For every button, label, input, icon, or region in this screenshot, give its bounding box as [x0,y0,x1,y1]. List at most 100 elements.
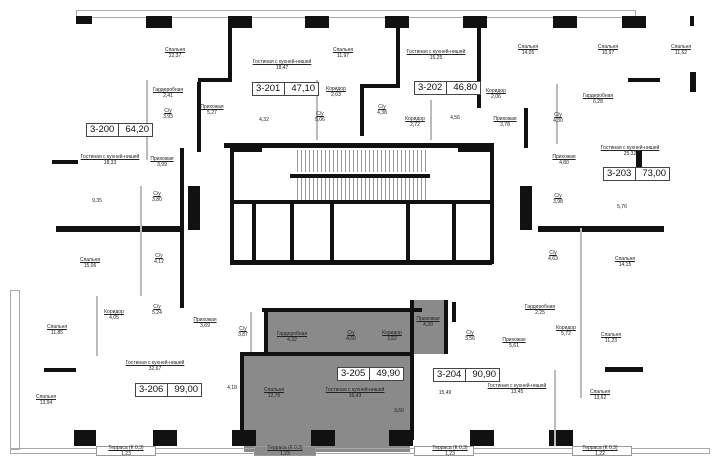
apartment-area: 64,20 [125,124,150,135]
apartment-number: 3-204 [437,369,467,381]
apartment-label-3-206[interactable]: 3-206 99,00 [135,383,203,397]
partition [554,370,556,446]
wall [636,150,642,170]
room-label: 4,18 [227,385,237,391]
apartment-3-205-highlight[interactable] [268,312,410,354]
wall [153,430,177,446]
wall [305,16,329,28]
room-label: 5,76 [617,204,627,210]
apartment-label-3-203[interactable]: 3-203 73,00 [603,167,671,181]
terrace-label: Терраса (К 0,3)1,23 [267,445,303,457]
core-wall [230,200,492,204]
partition [316,80,318,140]
apartment-number: 3-202 [418,82,448,94]
partition [556,84,558,144]
wall [52,160,78,164]
wall [385,16,409,28]
core-wall [490,148,494,264]
apartment-area: 47,10 [291,83,316,94]
wall [605,367,643,372]
wall [410,300,414,440]
apartment-label-3-205[interactable]: 3-205 49,90 [337,367,405,381]
wall [264,310,268,354]
wall [232,430,256,446]
terrace-3-204-a[interactable] [414,446,474,456]
wall [74,430,96,446]
wall [262,308,422,312]
stairwell [294,178,428,200]
wall [538,226,664,232]
facade-outline-left [10,290,20,450]
room-label: 9,35 [92,198,102,204]
wall [477,28,481,108]
wall [198,78,232,82]
apartment-number: 3-206 [139,384,169,396]
apartment-label-3-201[interactable]: 3-201 47,10 [252,82,320,96]
partition [580,228,582,398]
core-wall [290,174,430,178]
apartment-area: 90,90 [472,369,497,380]
wall [622,16,646,28]
core-wall [230,260,492,265]
room-label: 3,60 [394,408,404,414]
terrace-label: Терраса (К 0,3)1,23 [108,445,144,457]
wall [240,352,244,442]
core-wall [230,148,234,264]
partition [96,296,98,356]
apartment-number: 3-200 [90,124,120,136]
wall [360,84,364,136]
core-wall [188,186,200,230]
terrace-label: Терраса (К 0,3)1,22 [582,445,618,457]
apartment-label-3-204[interactable]: 3-204 90,90 [433,368,501,382]
core-wall [330,204,334,260]
apartment-label-3-202[interactable]: 3-202 46,80 [414,81,482,95]
wall [389,430,413,446]
wall [56,226,182,232]
terrace-3-204-b[interactable] [572,446,632,456]
terrace-3-206[interactable] [96,446,156,456]
wall [228,16,252,28]
core-wall [452,204,456,260]
terrace-3-205[interactable] [254,446,316,456]
wall [690,72,696,92]
facade-outline-top [76,10,636,18]
wall [44,368,76,372]
core-wall [290,204,294,260]
wall [197,82,201,152]
partition [140,186,142,296]
apartment-label-3-200[interactable]: 3-200 64,20 [86,123,154,137]
wall [396,28,400,86]
apartment-area: 73,00 [642,168,667,179]
